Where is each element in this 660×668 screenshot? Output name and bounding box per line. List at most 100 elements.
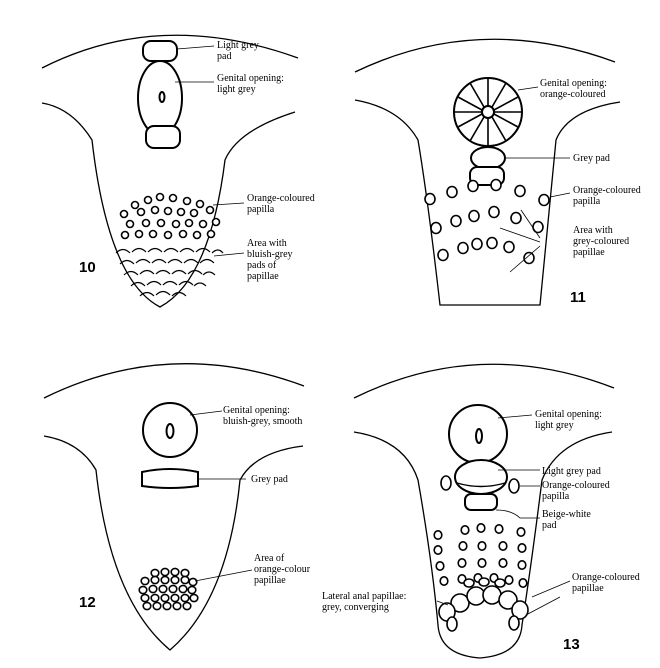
label-light-grey-pad: Light grey pad [542,466,601,477]
papilla [119,209,129,219]
papilla [141,218,151,228]
papilla [150,568,160,578]
papilla [140,593,150,603]
label-genital-opening: Genital opening:orange-coloured [540,78,607,100]
papilla [130,200,140,210]
papilla [187,585,197,595]
orange-coloured-papilla-right [508,478,520,494]
orange-colour-papillae-area [138,567,199,611]
papilla [143,195,153,205]
papilla [477,540,487,551]
papilla [424,192,436,206]
papilla [471,237,483,251]
papillae-rows [433,522,528,588]
pad-arc [123,269,216,276]
papilla [494,523,504,534]
papilla [439,575,449,586]
papilla [155,192,165,202]
leader-lines [189,410,253,582]
papilla [437,248,449,262]
papilla [523,251,535,265]
panel-10: 10 [41,34,299,308]
labels-panel-12: Genital opening:bluish-grey, smooth Grey… [223,405,311,586]
papilla [184,218,194,228]
genital-opening-hole [475,428,483,444]
body-outline [354,99,621,306]
papilla [457,241,469,255]
papilla [458,540,468,551]
papilla [468,209,480,223]
papilla [467,179,479,193]
label-lateral-anal-papillae: Lateral anal papillae:grey, converging [322,591,406,613]
papilla [510,211,522,225]
papilla [180,575,190,585]
body-top-outline [43,363,305,399]
papilla [476,522,486,533]
papilla [538,193,550,207]
papilla [433,544,443,555]
papilla [498,557,508,568]
grey-pad [470,146,506,170]
papilla [150,575,160,585]
anal-papilla [463,578,475,588]
papilla [517,542,527,553]
papilla [182,601,192,611]
papilla [163,206,173,216]
papilla [142,601,152,611]
orange-coloured-papillae-group [119,192,221,240]
papilla [518,577,528,588]
papilla [446,185,458,199]
papilla [171,219,181,229]
papilla [138,585,148,595]
papilla [134,229,144,239]
body-top-outline [353,363,615,399]
leader-lines [499,86,571,273]
papilla [168,193,178,203]
anal-papilla [450,593,470,613]
genital-opening-center [481,105,495,119]
papilla [156,218,166,228]
papilla [517,559,527,570]
rosette-folds [454,78,522,146]
genital-opening-hole [158,91,166,103]
label-grey-pad: Grey pad [251,474,288,485]
labels-panel-13: Genital opening:light grey Light grey pa… [322,409,640,613]
body-outline [353,431,613,659]
papilla [514,184,526,198]
papilla [490,178,502,192]
orange-coloured-papilla-left [440,475,452,491]
papilla [140,576,150,586]
label-genital-opening: Genital opening:bluish-grey, smooth [223,405,302,427]
panel-number: 13 [563,636,580,653]
label-grey-pad: Grey pad [573,153,610,164]
beige-white-pad [464,493,498,511]
papilla [198,219,208,229]
papilla [178,229,188,239]
papilla [178,584,188,594]
panel-12: 12 [43,363,305,651]
genital-opening-hole [165,423,175,439]
papilla [433,529,443,540]
papilla [206,229,216,239]
papilla [488,205,500,219]
anal-papilla [508,615,520,631]
papilla [152,601,162,611]
light-grey-pad [454,459,508,495]
papilla [205,205,215,215]
papilla [136,207,146,217]
label-genital-opening: Genital opening:light grey [535,409,602,431]
papilla [189,593,199,603]
papilla [486,236,498,250]
papilla [162,601,172,611]
papilla [189,208,199,218]
papilla [477,557,487,568]
papilla [160,575,170,585]
papilla [158,584,168,594]
